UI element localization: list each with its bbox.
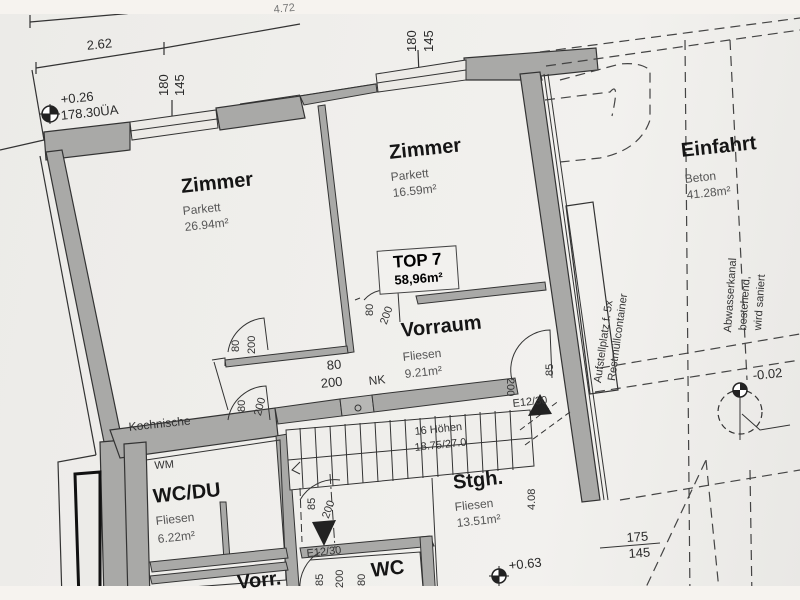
walls	[0, 47, 609, 600]
dim-wc-door-width: 85	[314, 573, 326, 586]
stair-up-triangle	[528, 394, 552, 416]
dim-stgh-height: 4.08	[526, 488, 538, 510]
room-wc-name: WC	[370, 556, 406, 582]
dim-window1-parapet: 145	[172, 74, 187, 96]
label-nk: NK	[368, 372, 387, 388]
dim-vorraum-door-width: 85	[544, 363, 556, 376]
dim-right-175: 175	[626, 528, 649, 545]
dim-window2-parapet: 145	[421, 30, 436, 52]
dim-wc-door-height: 200	[334, 569, 346, 588]
dim-door-a-width: 80	[230, 339, 242, 352]
dashed-boundaries	[539, 17, 800, 600]
dim-right-145: 145	[628, 544, 651, 561]
dim-vorraum-door-height: 200	[504, 378, 516, 397]
dim-wc-door-b: 80	[356, 573, 368, 586]
aufstellplatz-box	[565, 201, 619, 395]
label-wm: WM	[154, 458, 175, 472]
dim-door-b-width: 80	[364, 303, 376, 316]
photo-edge-top	[0, 0, 800, 14]
photo-edge-bottom	[0, 586, 800, 600]
dim-top-total: 4.72	[273, 1, 296, 16]
dim-stgh-door-width: 85	[306, 497, 318, 510]
dim-nk-height: 200	[320, 373, 344, 391]
room-vorr-name: Vorr.	[236, 567, 283, 594]
level-marker-icons	[40, 104, 748, 586]
dim-window1-height: 180	[156, 74, 171, 96]
dim-nk-width: 80	[326, 356, 342, 373]
dim-door-c-width: 80	[236, 399, 248, 412]
level-2-value: -0.02	[752, 364, 784, 383]
dim-door-a-height: 200	[246, 335, 258, 354]
stair-down-triangle	[312, 520, 336, 546]
unit-label-box: TOP 7 58,96m²	[376, 245, 460, 295]
dim-window2-height: 180	[404, 30, 419, 52]
dim-left-width: 2.62	[86, 35, 113, 53]
